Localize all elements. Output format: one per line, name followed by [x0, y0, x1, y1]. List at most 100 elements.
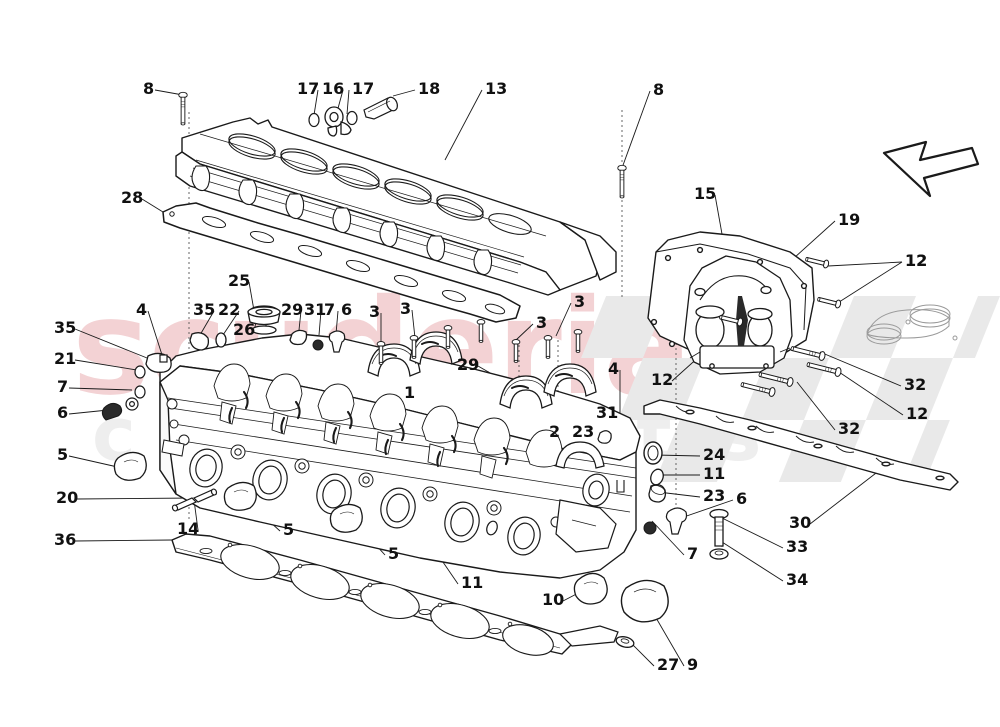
- bolt-part-3-f: [543, 335, 553, 359]
- callout-number-6: 6: [341, 300, 353, 319]
- callout-number-5: 5: [283, 520, 295, 539]
- cap-plug-part-5-a: [223, 481, 257, 511]
- callout-number-5: 5: [388, 544, 400, 563]
- callout-number-18: 18: [418, 79, 441, 98]
- valve-cover-bolt-tabs: [191, 165, 493, 276]
- screw-plug-part-6-left: [101, 402, 123, 421]
- callout-number-26: 26: [233, 320, 256, 339]
- callout-number-14: 14: [177, 519, 200, 538]
- leader-line: [74, 328, 153, 361]
- leader-line: [298, 310, 302, 331]
- callout-number-3: 3: [536, 313, 548, 332]
- callout-number-36: 36: [54, 530, 77, 549]
- callout-number-29: 29: [281, 300, 304, 319]
- washer-part-7-left: [125, 397, 139, 411]
- callout-number-31: 31: [596, 403, 619, 422]
- port-stud-bosses: [178, 434, 562, 528]
- leader-line: [444, 89, 483, 161]
- leader-line: [630, 642, 655, 667]
- leader-line: [835, 369, 904, 416]
- head-left-end-features: [161, 398, 185, 457]
- callout-number-3: 3: [369, 302, 381, 321]
- seal-part-21-a: [134, 365, 146, 379]
- head-gasket-small-holes: [199, 542, 513, 635]
- callout-number-6: 6: [57, 403, 69, 422]
- callout-number-17: 17: [297, 79, 320, 98]
- seal-part-21-b: [134, 385, 146, 399]
- callout-number-3: 3: [574, 292, 586, 311]
- callout-number-12: 12: [906, 404, 929, 423]
- oring-part-24: [643, 441, 663, 465]
- callout-number-6: 6: [736, 489, 748, 508]
- valvetrain-detail: [213, 363, 563, 479]
- callout-number-10: 10: [542, 590, 565, 609]
- leader-line: [147, 310, 164, 359]
- leader-line: [318, 310, 322, 336]
- cam-bearing-cap-part-2-a: [499, 375, 553, 409]
- exhaust-ports: [189, 448, 541, 556]
- callout-number-25: 25: [228, 271, 251, 290]
- dowel-part-14: [192, 488, 218, 503]
- leader-line: [721, 517, 784, 549]
- banjo-fitting-part-16: [324, 106, 352, 137]
- callout-number-22: 22: [218, 300, 241, 319]
- leader-line: [335, 310, 339, 335]
- callout-number-35: 35: [193, 300, 216, 319]
- bush-part-11-a: [650, 468, 664, 486]
- bolt-part-8-right: [617, 164, 627, 199]
- callout-number-19: 19: [838, 210, 861, 229]
- dowel-part-4-top: [159, 354, 168, 363]
- callout-number-17: 17: [352, 79, 375, 98]
- callout-number-9: 9: [687, 655, 699, 674]
- bolt-part-3-d: [476, 319, 486, 343]
- callout-number-7: 7: [324, 300, 336, 319]
- leader-line: [827, 261, 903, 267]
- head-gasket-tab: [558, 625, 619, 647]
- callout-number-1: 1: [404, 383, 416, 402]
- callout-number-8: 8: [143, 79, 155, 98]
- leader-line: [76, 497, 197, 500]
- callout-number-5: 5: [57, 445, 69, 464]
- callout-number-7: 7: [687, 544, 699, 563]
- dowel-part-20: [171, 497, 198, 512]
- leader-line: [651, 520, 685, 556]
- callout-number-33: 33: [786, 537, 809, 556]
- leader-line: [74, 539, 173, 542]
- leader-line: [721, 541, 784, 582]
- callout-number-3: 3: [400, 299, 412, 318]
- valve-cover-gasket-part-28: [162, 202, 521, 323]
- washer-part-34: [709, 548, 729, 560]
- leader-line: [74, 359, 144, 372]
- callout-number-32: 32: [838, 419, 861, 438]
- bolt-part-8-left: [178, 91, 188, 126]
- bush-part-11-b: [486, 520, 498, 536]
- leader-line: [346, 89, 350, 115]
- oil-cap-part-26: [247, 305, 281, 335]
- callout-number-4: 4: [136, 300, 148, 319]
- dowel-part-4-head: [616, 480, 625, 493]
- leader-line: [392, 89, 416, 97]
- callout-number-16: 16: [322, 79, 345, 98]
- leader-line: [809, 469, 881, 525]
- callout-number-12: 12: [905, 251, 928, 270]
- callout-number-7: 7: [57, 377, 69, 396]
- leader-line: [411, 309, 416, 339]
- plug-part-31: [289, 329, 308, 346]
- callout-number-24: 24: [703, 445, 726, 464]
- half-moon-plug-part-35-a: [189, 332, 210, 351]
- cap-plug-part-9: [620, 579, 669, 623]
- leader-line: [141, 198, 164, 213]
- callout-number-15: 15: [694, 184, 717, 203]
- banjo-bolt-part-18: [363, 96, 398, 120]
- callout-number-21: 21: [54, 349, 77, 368]
- screw-plug-part-6-top: [328, 330, 346, 353]
- screw-plug-part-6-right: [665, 507, 688, 535]
- callout-number-28: 28: [121, 188, 144, 207]
- callout-number-8: 8: [653, 80, 665, 99]
- callout-number-4: 4: [608, 359, 620, 378]
- bolt-part-12-b: [816, 294, 842, 309]
- head-gasket-bores: [220, 543, 554, 656]
- bush-part-23: [648, 484, 667, 503]
- callout-number-12: 12: [905, 251, 928, 270]
